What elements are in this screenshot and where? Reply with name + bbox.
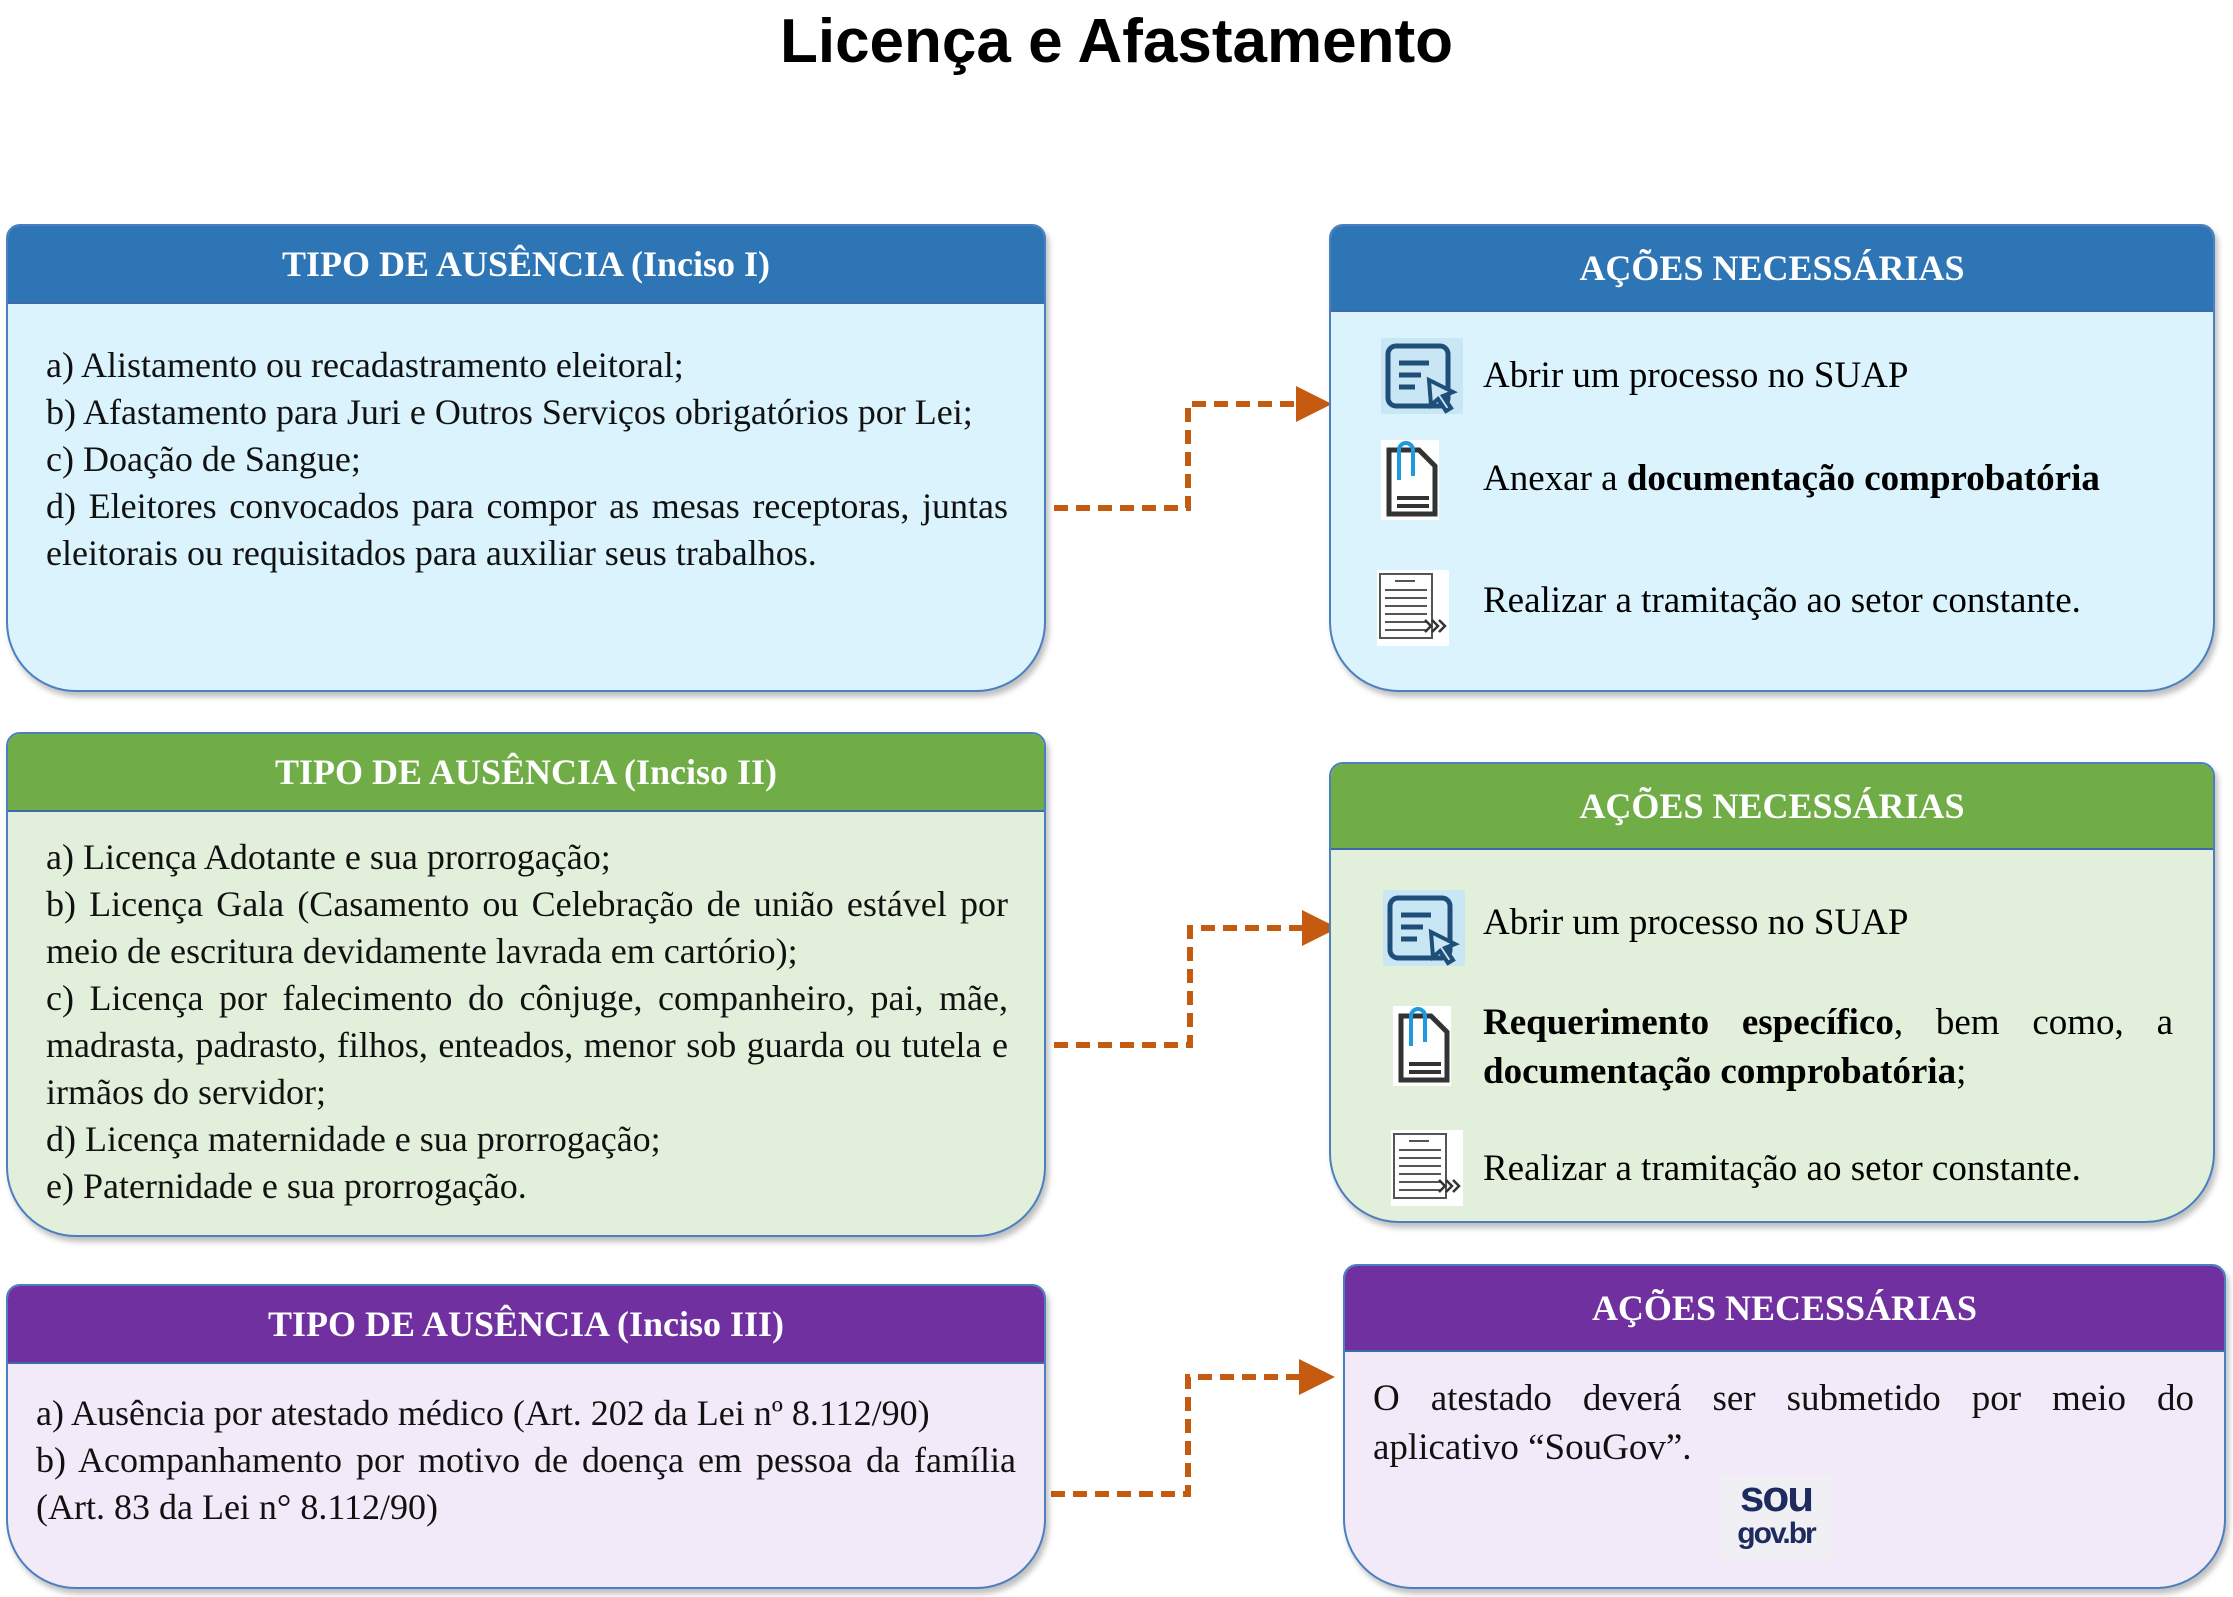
forward-document-icon (1377, 570, 1449, 646)
action-text: Requerimento específico, bem como, a doc… (1483, 1002, 2173, 1092)
list-item: a) Ausência por atestado médico (Art. 20… (36, 1393, 930, 1433)
attach-document-icon (1393, 1006, 1451, 1086)
list-item: a) Alistamento ou recadastramento eleito… (46, 345, 684, 385)
list-item: a) Licença Adotante e sua prorrogação; (46, 837, 611, 877)
arrow-inciso-2 (1054, 910, 1338, 1048)
sougov-logo: sou gov.br (1720, 1475, 1832, 1560)
absence-type-box-inciso-2: TIPO DE AUSÊNCIA (Inciso II) a) Licença … (6, 732, 1046, 1237)
list-item: c) Doação de Sangue; (46, 439, 361, 479)
box-header: TIPO DE AUSÊNCIA (Inciso I) (8, 226, 1044, 304)
actions-box-inciso-3: AÇÕES NECESSÁRIAS O atestado deverá ser … (1343, 1264, 2226, 1589)
action-text: Anexar a documentação comprobatória (1483, 458, 2100, 499)
actions-box-inciso-1: AÇÕES NECESSÁRIAS Abrir um processo no S… (1329, 224, 2215, 692)
list-item: e) Paternidade e sua prorrogação. (46, 1166, 527, 1206)
absence-type-box-inciso-1: TIPO DE AUSÊNCIA (Inciso I) a) Alistamen… (6, 224, 1046, 692)
box-header: TIPO DE AUSÊNCIA (Inciso II) (8, 734, 1044, 812)
attach-document-icon (1381, 440, 1439, 520)
list-item: d) Licença maternidade e sua prorrogação… (46, 1119, 661, 1159)
box-header: AÇÕES NECESSÁRIAS (1345, 1266, 2224, 1352)
list-item: b) Afastamento para Juri e Outros Serviç… (46, 392, 973, 432)
action-text: Realizar a tramitação ao setor constante… (1483, 580, 2081, 621)
arrow-inciso-3 (1051, 1359, 1335, 1497)
action-text: Realizar a tramitação ao setor constante… (1483, 1148, 2081, 1189)
absence-type-box-inciso-3: TIPO DE AUSÊNCIA (Inciso III) a) Ausênci… (6, 1284, 1046, 1589)
list-item: b) Acompanhamento por motivo de doença e… (36, 1440, 1016, 1527)
list-item: b) Licença Gala (Casamento ou Celebração… (46, 884, 1008, 971)
box-header: AÇÕES NECESSÁRIAS (1331, 226, 2213, 312)
box-header: TIPO DE AUSÊNCIA (Inciso III) (8, 1286, 1044, 1364)
open-process-icon (1383, 890, 1465, 966)
action-text: O atestado deverá ser submetido por meio… (1373, 1378, 2194, 1468)
forward-document-icon (1391, 1130, 1463, 1206)
list-item: c) Licença por falecimento do cônjuge, c… (46, 978, 1008, 1112)
actions-box-inciso-2: AÇÕES NECESSÁRIAS Abrir um processo no S… (1329, 762, 2215, 1223)
list-item: d) Eleitores convocados para compor as m… (46, 486, 1008, 573)
open-process-icon (1381, 338, 1463, 414)
page-title: Licença e Afastamento (779, 7, 1454, 76)
arrow-inciso-1 (1054, 386, 1332, 511)
box-header: AÇÕES NECESSÁRIAS (1331, 764, 2213, 850)
action-text: Abrir um processo no SUAP (1483, 355, 1909, 396)
action-text: Abrir um processo no SUAP (1483, 902, 1909, 943)
